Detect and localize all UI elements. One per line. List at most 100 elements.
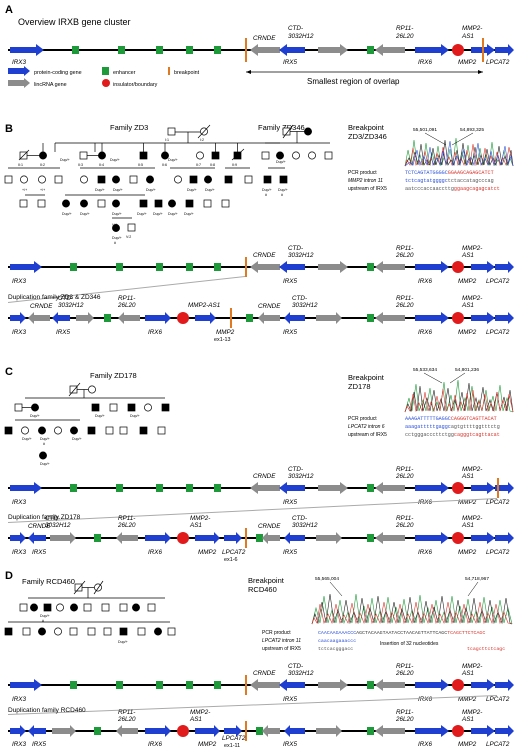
dd-rp1-label: RP11- bbox=[118, 709, 135, 716]
panel-d-letter: D bbox=[5, 570, 13, 582]
ped-id: II:1 bbox=[18, 163, 23, 167]
ped-annotation: Dup/+ bbox=[262, 188, 272, 192]
panel-b-duplication-track: IRX3 CRNDE CTD- 3032H12 IRX5 RP11- 26L20… bbox=[8, 295, 514, 343]
chromatogram-c-red bbox=[404, 388, 514, 413]
enhancer-box bbox=[367, 46, 374, 54]
c-rp1-label: RP11- bbox=[396, 466, 413, 473]
cd-mmp2as1-label: MMP2- bbox=[190, 515, 210, 522]
ped-annotation: Dup/+ bbox=[276, 160, 286, 164]
dd-exon-label: ex1-11 bbox=[224, 743, 240, 749]
ped-annotation: Dup/+ bbox=[30, 414, 40, 418]
cd-ctd2-label: 3032H12 bbox=[45, 522, 71, 529]
d-mmp2as1-label: MMP2- bbox=[462, 663, 482, 670]
ped-annotation: Dup/+ bbox=[153, 212, 163, 216]
cd-irx52-label: IRX5 bbox=[283, 549, 297, 556]
seq-c-ref1-right: agtgttttggtttctg bbox=[451, 424, 500, 430]
cd-crnde2-label: CRNDE bbox=[258, 523, 281, 530]
dd-irx6-label: IRX6 bbox=[148, 741, 162, 748]
d-mmp2-label: MMP2 bbox=[458, 696, 477, 703]
dd-rp2-label: 26L20 bbox=[117, 716, 136, 723]
ped-annotation: Dup/+ bbox=[22, 437, 32, 441]
ped-id: I:2 bbox=[200, 138, 204, 142]
panel-a-letter: A bbox=[5, 4, 13, 16]
bd-irx5-label: IRX5 bbox=[56, 329, 70, 336]
bd-irx52-label: IRX5 bbox=[283, 329, 297, 336]
pedigree-zd346-labels: Dup/+ Dup/+ Dup/+ # # bbox=[262, 160, 288, 197]
ped-annotation: +/+ bbox=[22, 188, 27, 192]
d-irx6-label: IRX6 bbox=[418, 696, 432, 703]
breakpoint-c-title-2: ZD178 bbox=[348, 382, 371, 391]
ped-annotation: +/+ bbox=[40, 188, 45, 192]
ctd-label-2: 3032H12 bbox=[288, 33, 314, 40]
b-ctd1-label: CTD- bbox=[288, 245, 303, 252]
b-mmp2as2-label: AS1 bbox=[461, 252, 474, 259]
ped-annotation: Dup/+ bbox=[40, 614, 50, 618]
legend-insulator-icon bbox=[102, 79, 110, 87]
seq-ref1-left: tctcagtatggggc bbox=[405, 178, 448, 184]
legend-enhancer-icon bbox=[102, 67, 109, 75]
panel-d-duplication-track: IRX3 IRX5 RP11- 26L20 IRX6 MMP2- AS1 MMP… bbox=[8, 709, 514, 749]
cd-irx5-label: IRX5 bbox=[32, 549, 46, 556]
enhancer-box bbox=[118, 46, 125, 54]
d-duplication-title: Duplication family RCD460 bbox=[8, 707, 86, 714]
seq-c-label-pcr: PCR product bbox=[348, 416, 377, 422]
legend-breakpoint-icon bbox=[168, 67, 170, 75]
seq-label-ref1: MMP2 intron 11 bbox=[348, 178, 383, 184]
d-irx5-label: IRX5 bbox=[283, 696, 297, 703]
family-zd346-title: Family ZD346 bbox=[258, 123, 305, 132]
chromatogram-d-red bbox=[311, 601, 513, 625]
cd-ctd22-label: 3032H12 bbox=[292, 522, 318, 529]
seq-d-ref2-left: tctcacgggacc bbox=[318, 646, 353, 652]
breakpoint-b-title-2: ZD3/ZD346 bbox=[348, 132, 387, 141]
insertion-note: Insertion of 32 nucleotides bbox=[380, 641, 439, 647]
seq-label-ref2: upstream of IRX5 bbox=[348, 186, 387, 192]
cd-lpcat22-label: LPCAT2 bbox=[486, 549, 510, 556]
svg-text:aatcccaccaaccttgggaagcagagcatc: aatcccaccaaccttgggaagcagagcatct bbox=[405, 186, 500, 192]
ped-id: II:2 bbox=[40, 163, 45, 167]
ctd-lincrna-arrow bbox=[318, 44, 348, 56]
sro-label: Smallest region of overlap bbox=[307, 77, 400, 86]
breakpoint-c-coord-1: 55,533,634 bbox=[413, 367, 437, 373]
seq-d-ref1: caacaagaaaccc bbox=[318, 639, 356, 644]
ped-annotation: Dup/+ bbox=[146, 188, 156, 192]
d-rp2-label: 26L20 bbox=[395, 670, 414, 677]
ped-annotation: # bbox=[281, 193, 283, 197]
breakpoint-c-coord-2: 54,801,236 bbox=[455, 367, 479, 373]
b-rp1-label: RP11- bbox=[396, 245, 413, 252]
dd-mmp2as1-label: MMP2- bbox=[190, 709, 210, 716]
enhancer-box bbox=[156, 46, 163, 54]
breakpoint-marker bbox=[482, 38, 484, 62]
svg-text:tctcagtatggggctctaccatagcccag: tctcagtatggggctctaccatagcccag bbox=[405, 178, 494, 184]
d-rp1-label: RP11- bbox=[396, 663, 413, 670]
seq-c-label-ref1: LPCAT2 intron 6 bbox=[348, 424, 385, 430]
rp11-label-2: 26L20 bbox=[395, 33, 414, 40]
bd-ctd1-label: CTD- bbox=[58, 295, 73, 302]
legend-enhancer-label: enhancer bbox=[113, 70, 136, 76]
legend-lincrna-icon bbox=[8, 78, 30, 88]
breakpoint-d-title-2: RCD460 bbox=[248, 585, 277, 594]
bd-irx6-label: IRX6 bbox=[148, 329, 162, 336]
lpcat2-label: LPCAT2 bbox=[486, 59, 510, 66]
seq-d-pcr-left: CAACAAGAAACCC bbox=[318, 630, 356, 636]
irx3-label: IRX3 bbox=[12, 59, 26, 66]
c-duplication-title: Duplication family ZD178 bbox=[8, 514, 81, 521]
seq-d-label-ref2: upstream of IRX5 bbox=[262, 646, 301, 652]
breakpoint-c-seq-labels: PCR product LPCAT2 intron 6 upstream of … bbox=[348, 416, 387, 438]
enhancer-box bbox=[72, 46, 79, 54]
insulator-circle bbox=[452, 44, 464, 56]
panel-b-reference-track: IRX3 CRNDE CTD- 3032H12 IRX5 RP11- 26L20… bbox=[8, 245, 514, 285]
bd-rp22-label: 26L20 bbox=[395, 302, 414, 309]
ped-id: V:2 bbox=[126, 235, 131, 239]
ped-id: II:7 bbox=[196, 163, 201, 167]
irx6-gene-arrow bbox=[415, 44, 449, 56]
ped-annotation: Dup/+ bbox=[40, 437, 50, 441]
d-crnde-label: CRNDE bbox=[253, 670, 276, 677]
ped-annotation: Dup/+ bbox=[110, 158, 120, 162]
b-irx3-label: IRX3 bbox=[12, 278, 26, 285]
crnde-label: CRNDE bbox=[253, 35, 276, 42]
ped-annotation: Dup/+ bbox=[60, 158, 70, 162]
mmp2-label: MMP2 bbox=[458, 59, 477, 66]
ped-annotation: Dup/+ bbox=[278, 188, 288, 192]
crnde-lincrna-arrow bbox=[250, 44, 280, 56]
